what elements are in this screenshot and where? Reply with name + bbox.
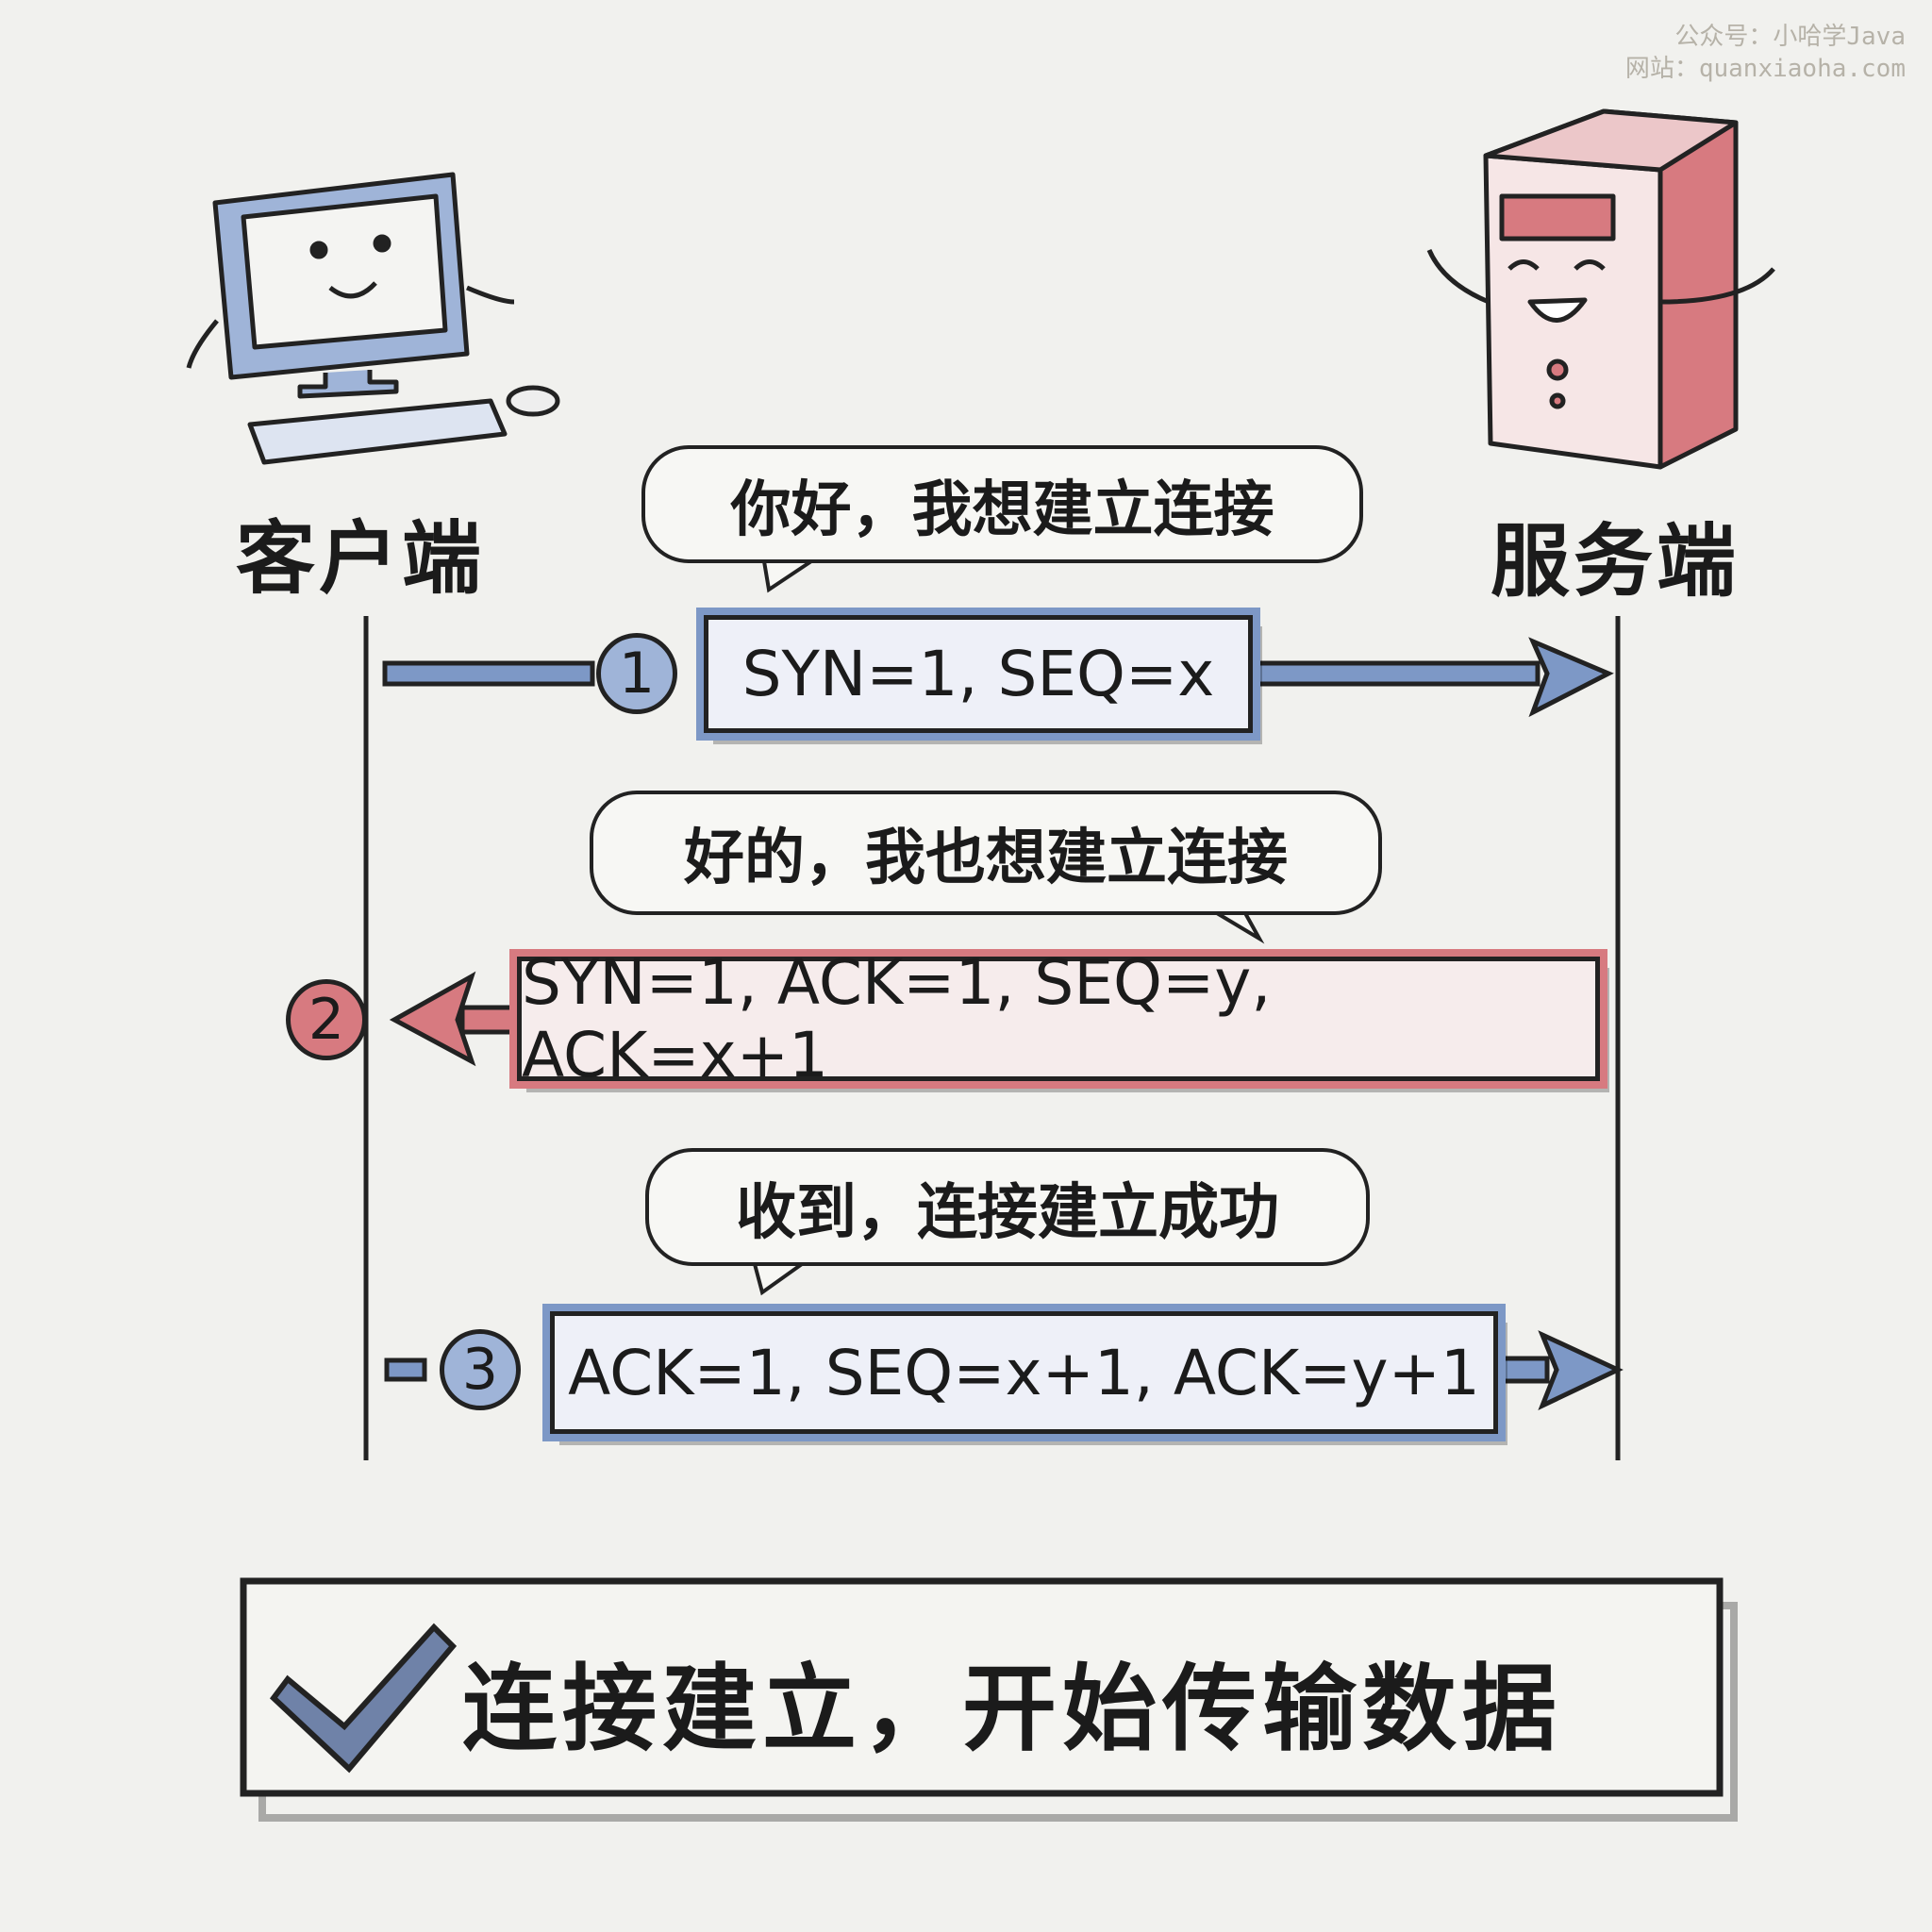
step-number-2: 2 <box>286 979 367 1060</box>
watermark: 公众号：小哈学Java 网站：quanxiaoha.com <box>1604 21 1906 85</box>
watermark-line1: 公众号：小哈学Java <box>1674 23 1906 51</box>
arrow-step-3 <box>384 1330 1624 1410</box>
bubble-tail-1 <box>762 559 813 593</box>
arrow-step-2 <box>389 971 522 1067</box>
step-number-3: 3 <box>440 1329 521 1410</box>
result-text: 连接建立，开始传输数据 <box>462 1654 1562 1764</box>
bubble-tail-3 <box>753 1262 804 1296</box>
arrow-step-1 <box>382 637 1614 718</box>
speech-bubble-1: 你好，我想建立连接 <box>641 445 1363 563</box>
server-icon <box>1426 108 1775 470</box>
step-number-1: 1 <box>596 633 677 714</box>
result-box <box>240 1577 1724 1797</box>
speech-bubble-3: 收到，连接建立成功 <box>645 1148 1370 1266</box>
message-box-2: SYN=1, ACK=1, SEQ=y, ACK=x+1 <box>509 946 1607 1091</box>
client-label: 客户端 <box>236 512 486 605</box>
message-box-3: ACK=1, SEQ=x+1, ACK=y+1 <box>542 1304 1506 1441</box>
checkmark-icon <box>269 1623 458 1774</box>
bubble-tail-2 <box>1215 911 1265 944</box>
message-box-1: SYN=1, SEQ=x <box>696 608 1260 741</box>
server-label: 服务端 <box>1491 515 1740 608</box>
computer-icon <box>186 172 560 465</box>
watermark-line2: 网站：quanxiaoha.com <box>1624 55 1906 83</box>
speech-bubble-2: 好的，我也想建立连接 <box>590 791 1382 915</box>
